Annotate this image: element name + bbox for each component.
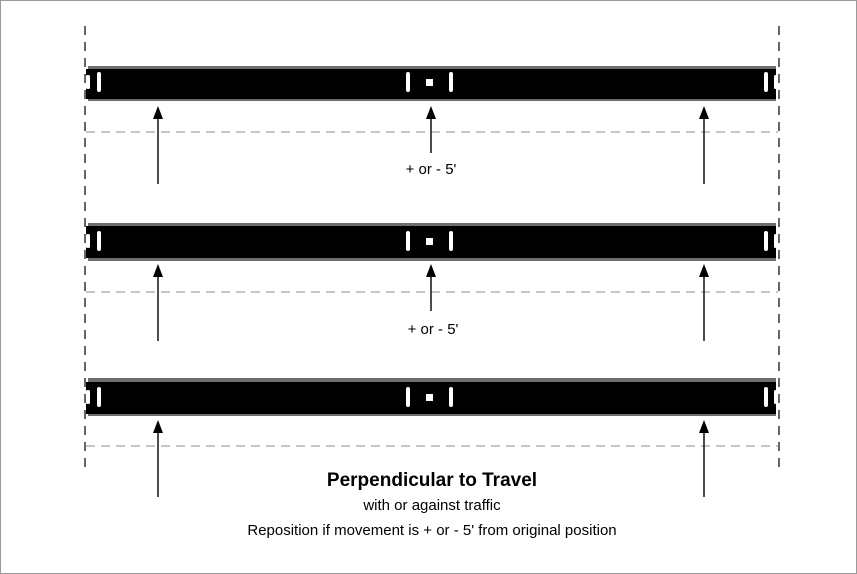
rumble-strip-bar-1 [86, 66, 778, 101]
slot [774, 75, 778, 89]
slot [406, 72, 410, 92]
slot [97, 72, 101, 92]
rumble-strip-bar-3 [86, 378, 778, 416]
tolerance-label-2: + or - 5' [408, 321, 459, 338]
tolerance-arrows-2 [153, 264, 709, 341]
slot [449, 387, 453, 407]
tolerance-arrows-1 [153, 106, 709, 184]
slot [449, 72, 453, 92]
tolerance-arrows-3 [153, 420, 709, 497]
slot [406, 231, 410, 251]
slot [426, 394, 433, 401]
tolerance-label-1: + or - 5' [406, 161, 457, 178]
caption-note: Reposition if movement is + or - 5' from… [247, 522, 616, 539]
slot [426, 238, 433, 245]
slot [774, 390, 778, 404]
slot [764, 72, 768, 92]
slot [764, 387, 768, 407]
slot [97, 387, 101, 407]
caption-subtitle: with or against traffic [362, 497, 501, 514]
slot [97, 231, 101, 251]
slot [764, 231, 768, 251]
slot [406, 387, 410, 407]
slot [86, 234, 90, 248]
caption-title: Perpendicular to Travel [327, 470, 537, 491]
slot [449, 231, 453, 251]
rumble-strip-bar-2 [86, 223, 778, 261]
slot [86, 390, 90, 404]
slot [774, 234, 778, 248]
slot [426, 79, 433, 86]
slot [86, 75, 90, 89]
